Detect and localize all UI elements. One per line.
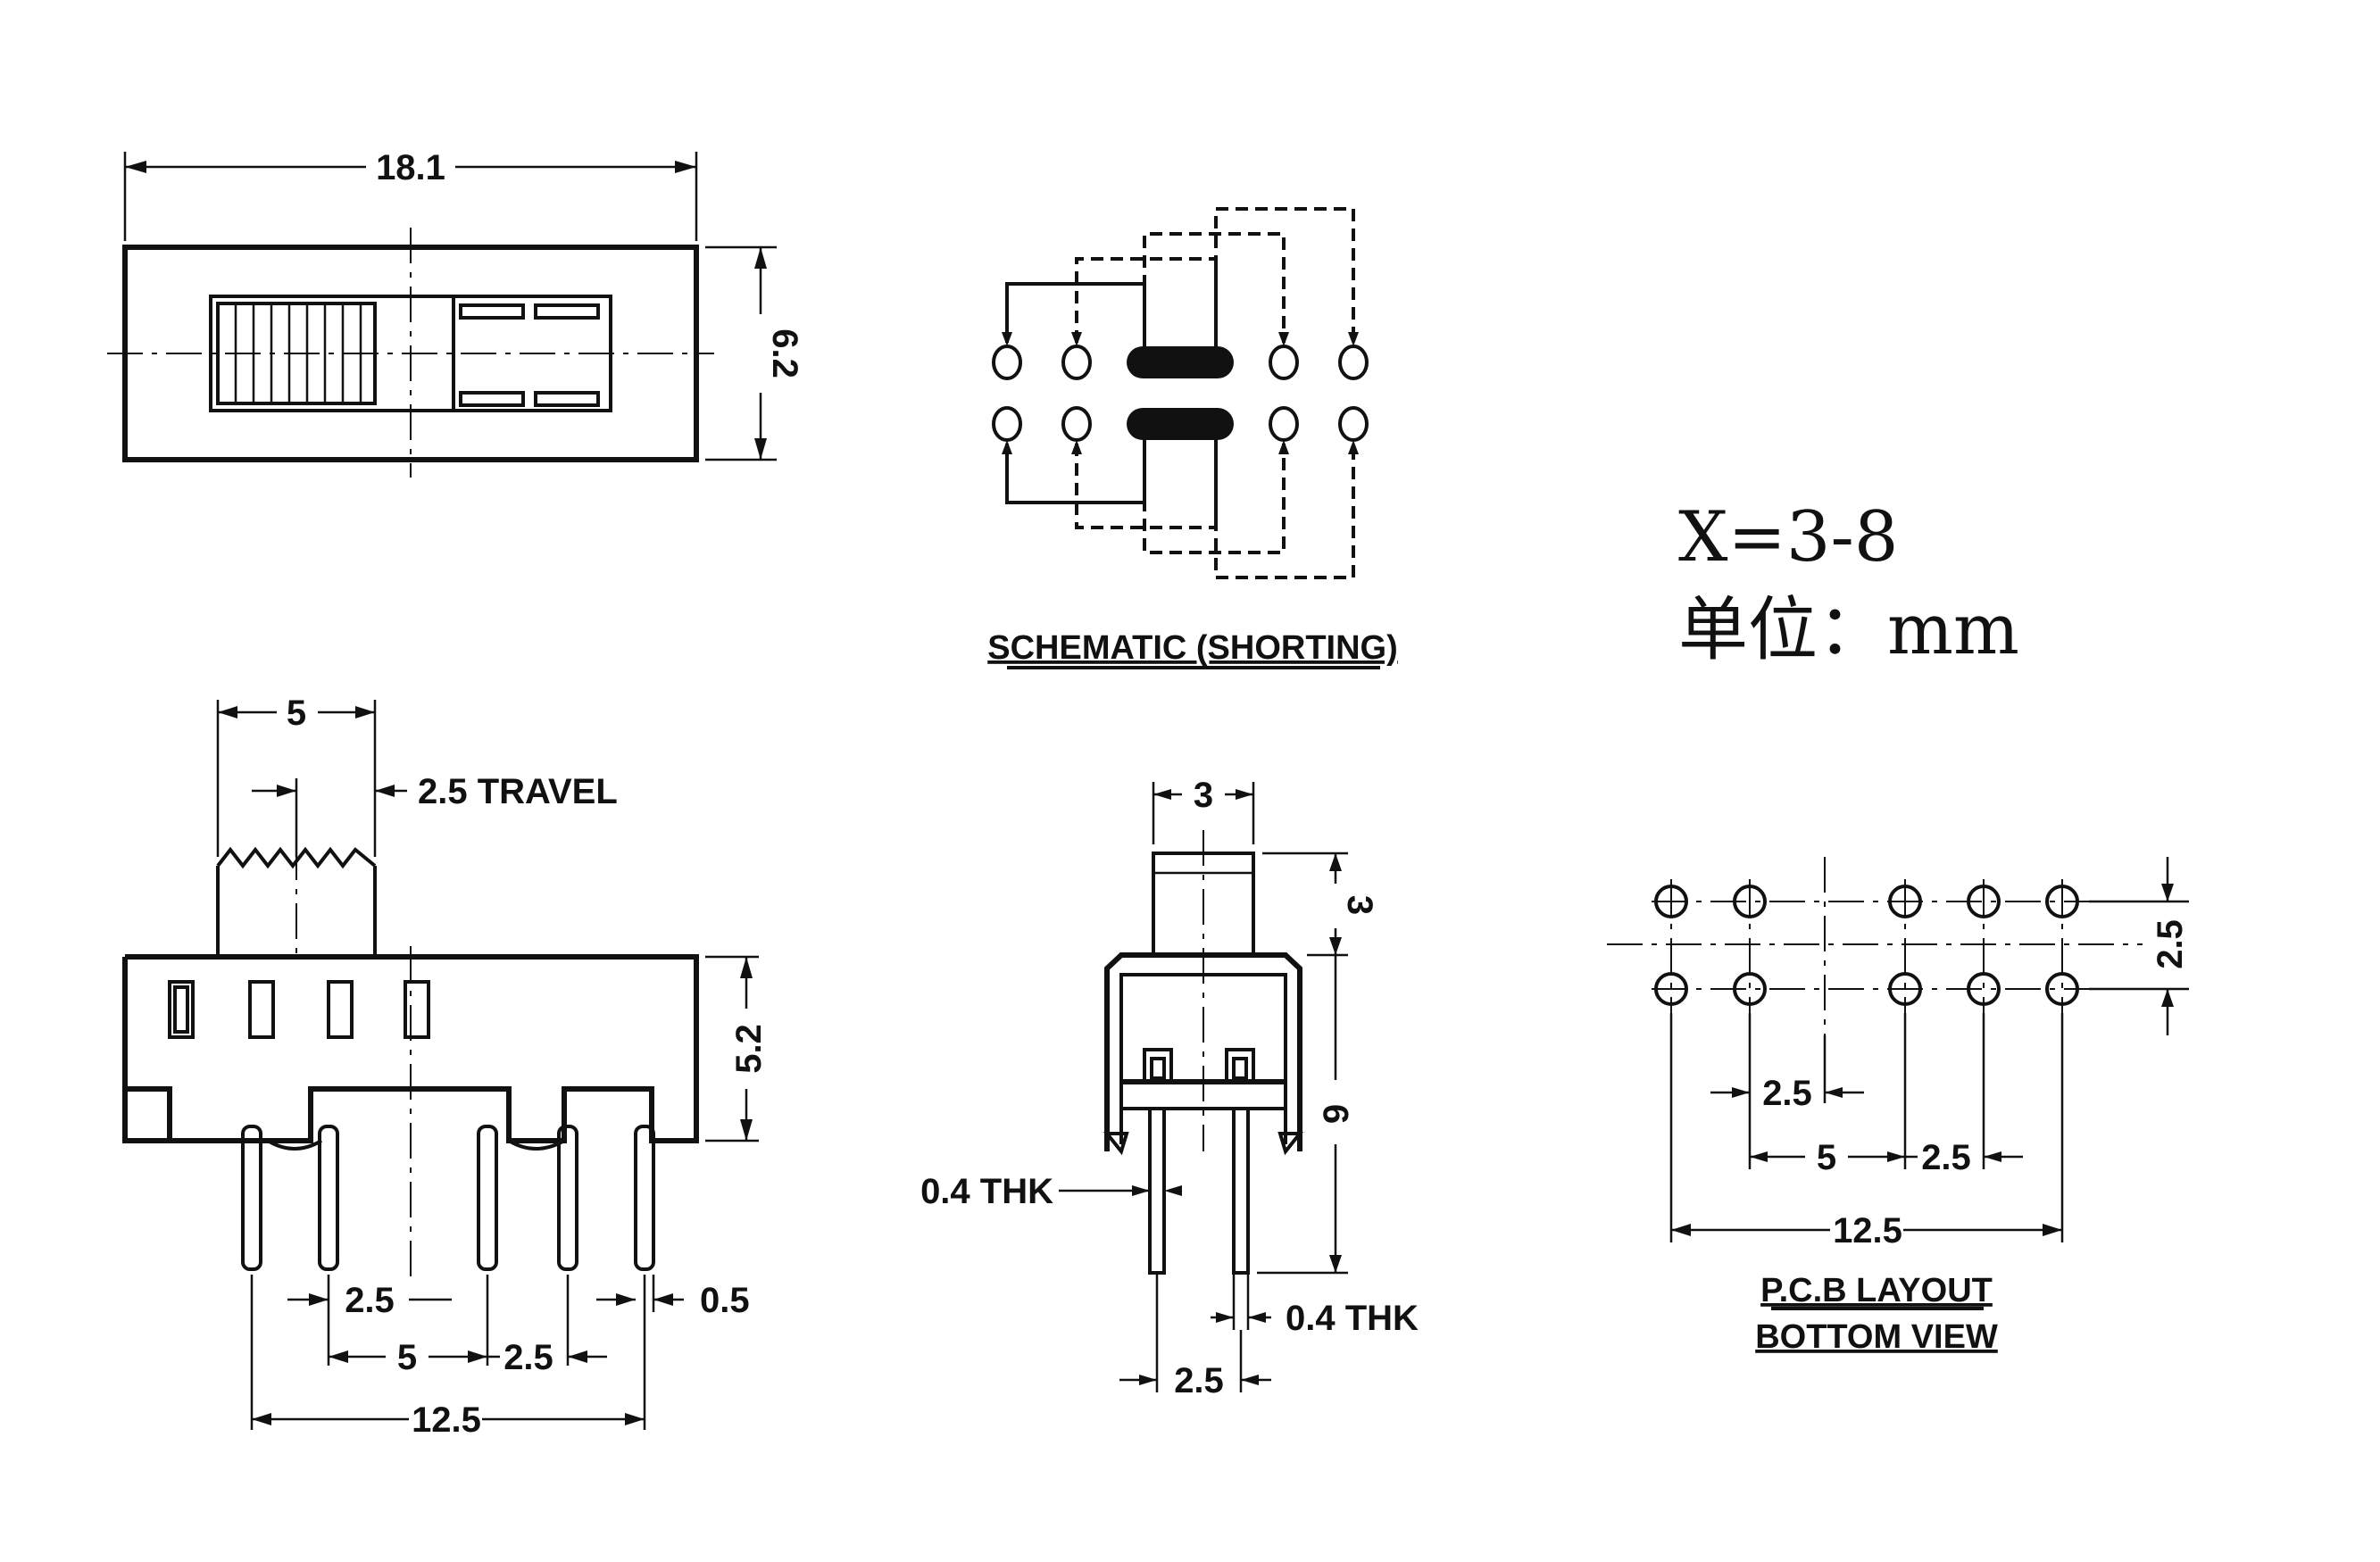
- top-view: 18.1 6.2: [107, 148, 804, 478]
- pin-pitch-label-b: 5: [397, 1338, 417, 1377]
- body-height-label: 5.2: [729, 1024, 769, 1074]
- positions-note: X=3-8: [1678, 497, 1899, 577]
- shorting-bar-top: [1127, 346, 1234, 378]
- units-note: 单位：mm: [1678, 590, 2019, 670]
- front-overall-label: 12.5: [412, 1400, 481, 1440]
- pcb-caption-line2: BOTTOM VIEW: [1755, 1318, 1998, 1356]
- pin-thk-label: 0.5: [700, 1281, 750, 1320]
- pcb-pitch-label-c: 2.5: [1921, 1138, 1971, 1177]
- side-view: 3 3 9 0.4 THK 0.4 THK: [920, 776, 1419, 1400]
- top-width-label: 18.1: [376, 148, 445, 187]
- top-height-label: 6.2: [765, 328, 804, 378]
- side-pin-spacing-label: 2.5: [1174, 1361, 1224, 1400]
- pin-pitch-label-a: 2.5: [345, 1281, 395, 1320]
- side-actuator-width-label: 3: [1194, 776, 1213, 815]
- pcb-pitch-label-a: 2.5: [1762, 1074, 1812, 1113]
- schematic-shorting: SCHEMATIC (SHORTING): [987, 207, 1398, 669]
- pcb-row-spacing-label: 2.5: [2151, 919, 2190, 969]
- thk-right-label: 0.4 THK: [1286, 1299, 1419, 1338]
- schematic-caption: SCHEMATIC (SHORTING): [987, 629, 1398, 667]
- notes: X=3-8 单位：mm: [1678, 497, 2019, 670]
- side-pin-length-label: 9: [1317, 1104, 1356, 1124]
- side-actuator-height-label: 3: [1340, 895, 1379, 915]
- pcb-layout: 2.5 2.5 5 2.5 12.5 P.C.B LAYOUT BOTT: [1607, 857, 2190, 1356]
- thk-left-label: 0.4 THK: [920, 1172, 1053, 1211]
- travel-label: 2.5 TRAVEL: [418, 772, 618, 811]
- front-view: 5 2.5 TRAVEL 5.2 2.5 5 2.5: [122, 694, 769, 1440]
- hole-centerlines: [1670, 879, 2063, 1013]
- pcb-pitch-label-b: 5: [1817, 1138, 1836, 1177]
- actuator-width-label: 5: [287, 694, 306, 733]
- shorting-bar-bottom: [1127, 408, 1234, 440]
- pin-pitch-label-c: 2.5: [503, 1338, 553, 1377]
- pcb-caption-line1: P.C.B LAYOUT: [1760, 1272, 1993, 1309]
- pcb-overall-label: 12.5: [1833, 1211, 1902, 1250]
